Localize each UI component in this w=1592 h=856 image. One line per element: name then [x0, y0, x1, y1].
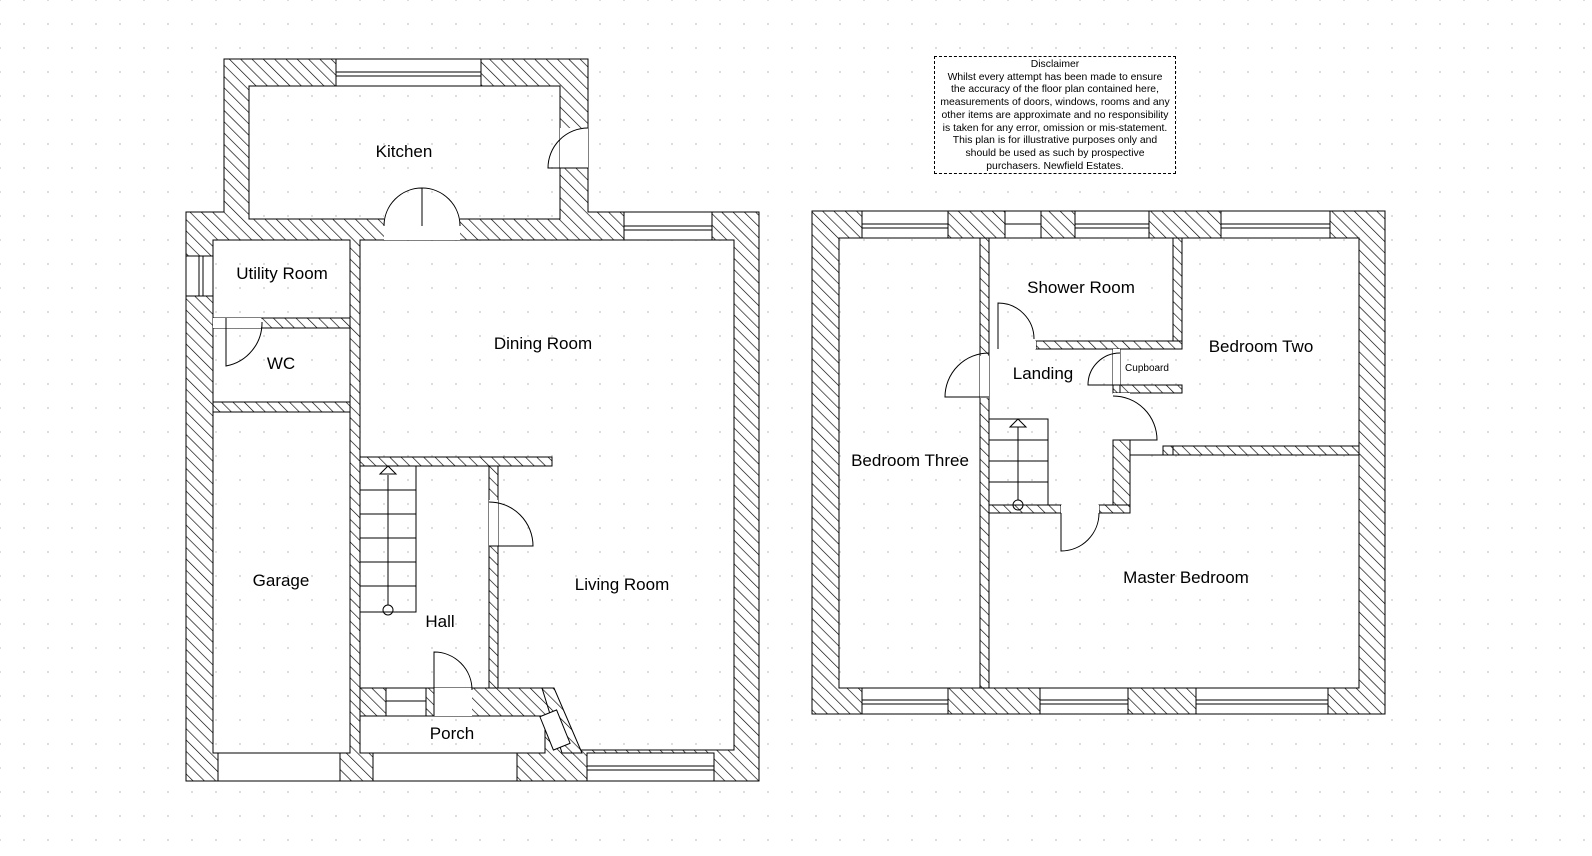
ground-staircase	[359, 465, 417, 616]
room-label-wc: WC	[267, 354, 295, 373]
landing-right-wall	[1112, 439, 1174, 511]
disclaimer-title: Disclaimer	[1030, 59, 1080, 70]
ground-doors	[213, 127, 589, 716]
shower-room-bottom-wall	[1035, 340, 1183, 350]
room-label-bedroom-two: Bedroom Two	[1209, 337, 1314, 356]
room-label-porch: Porch	[430, 724, 474, 743]
room-label-garage: Garage	[253, 571, 310, 590]
first-doors	[944, 302, 1158, 552]
first-floor-walls	[811, 210, 1386, 715]
hall-top-partition	[359, 456, 553, 467]
shower-room-right-wall	[1172, 237, 1183, 350]
disclaimer-text: Whilst every attempt has been made to en…	[940, 71, 1170, 172]
first-staircase	[988, 418, 1049, 511]
disclaimer-box: Disclaimer Whilst every attempt has been…	[934, 56, 1176, 174]
room-label-utility-room: Utility Room	[236, 264, 328, 283]
landing-bottom-wall	[988, 504, 1062, 514]
landing-bottom-wall-right	[1098, 504, 1131, 514]
wc-garage-partition	[212, 401, 351, 413]
room-label-hall: Hall	[425, 612, 454, 631]
cupboard-bottom-wall	[1112, 384, 1183, 394]
room-label-cupboard: Cupboard	[1125, 363, 1169, 374]
hall-living-partition	[488, 465, 499, 689]
bedroom-two-bottom-wall	[1162, 445, 1360, 456]
room-label-living-room: Living Room	[575, 575, 670, 594]
room-label-kitchen: Kitchen	[376, 142, 433, 161]
room-label-dining-room: Dining Room	[494, 334, 592, 353]
bedroom-three-partition	[979, 237, 990, 689]
first-windows	[861, 210, 1331, 715]
ground-floor-walls	[185, 58, 760, 782]
ground-floor-plan: Kitchen Utility Room WC Dining Room Gara…	[185, 58, 760, 782]
room-label-master-bedroom: Master Bedroom	[1123, 568, 1249, 587]
room-label-shower-room: Shower Room	[1027, 278, 1135, 297]
ground-windows	[185, 58, 715, 782]
room-label-bedroom-three: Bedroom Three	[851, 451, 969, 470]
room-label-landing: Landing	[1013, 364, 1074, 383]
first-floor-plan: Shower Room Bedroom Two Landing Cupboard…	[811, 210, 1386, 715]
